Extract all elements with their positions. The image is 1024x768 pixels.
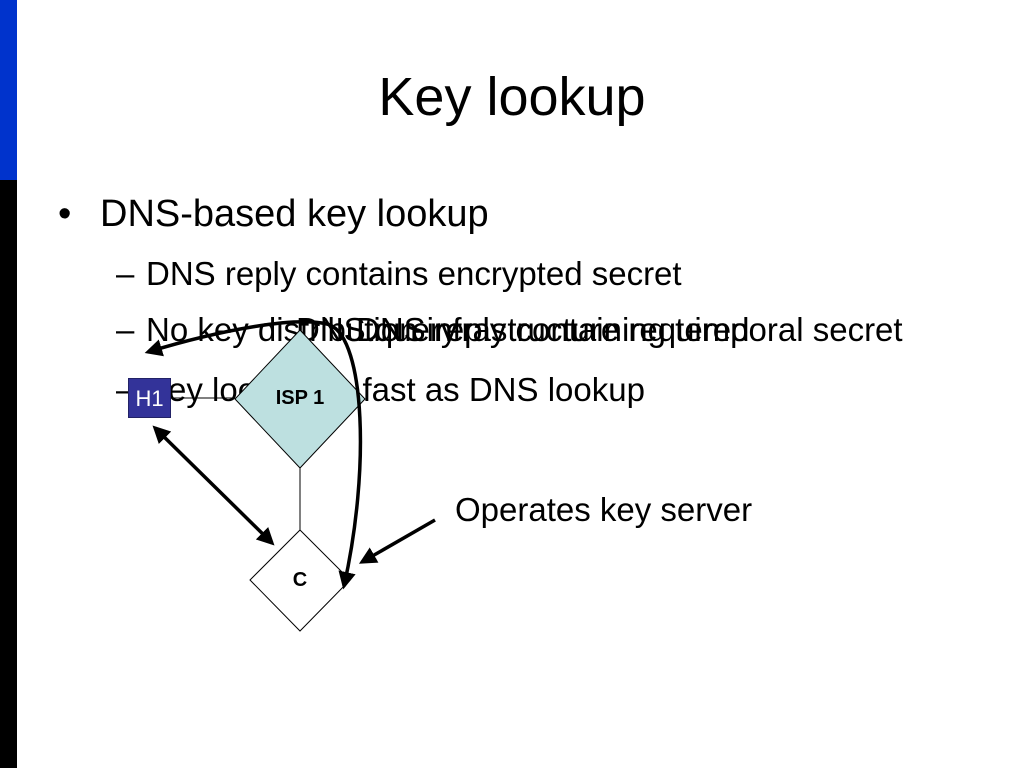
key-server-node-label: C <box>292 569 308 591</box>
host-node: H1 <box>128 378 171 418</box>
h1-c-arrow <box>152 425 275 546</box>
accent-bar-bottom <box>0 180 17 768</box>
sub-bullet-marker: – <box>116 255 135 292</box>
operates-pointer-arrow <box>358 518 436 564</box>
slide-title: Key lookup <box>378 67 646 127</box>
accent-bar-top <box>0 0 17 180</box>
operates-key-server-callout: Operates key server <box>455 491 753 528</box>
dns-reply-callout: DNS reply containing temporal secret <box>356 311 903 348</box>
sub-bullet-marker: – <box>116 311 135 348</box>
dns-exchange-arrow <box>144 320 363 590</box>
sub-bullet-text: DNS reply contains encrypted secret <box>146 255 682 292</box>
bullet-marker: • <box>58 193 72 235</box>
bullet-text: DNS-based key lookup <box>100 193 489 235</box>
isp-node-label: ISP 1 <box>275 387 325 409</box>
